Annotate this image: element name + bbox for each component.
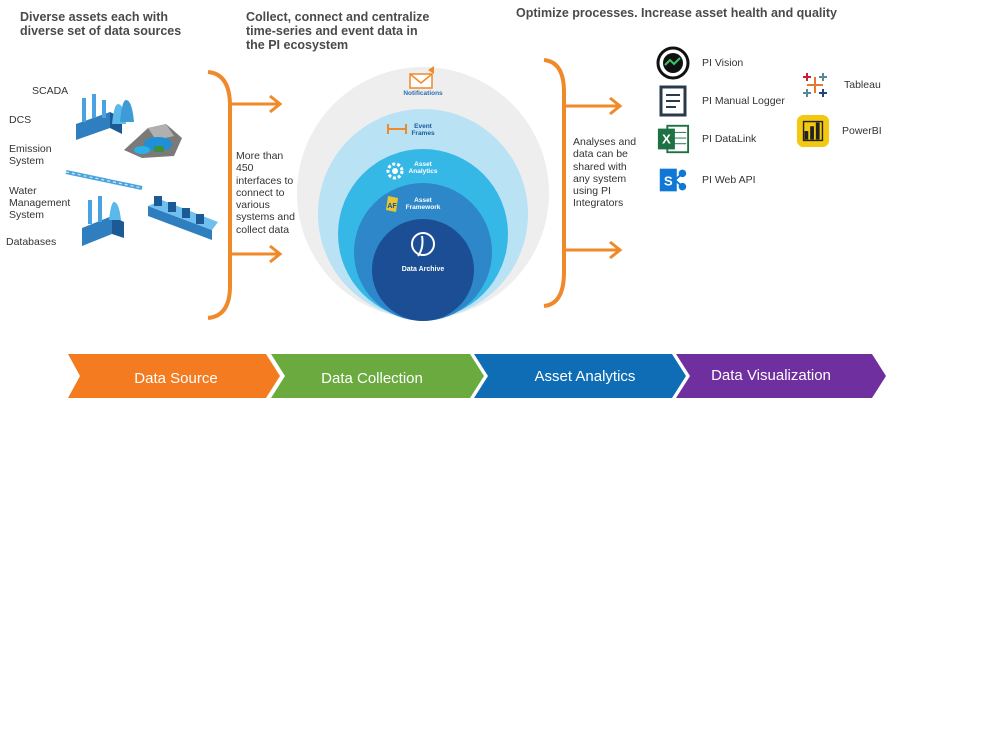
integrators-text: Analyses and data can be shared with any… [573,136,637,210]
sharepoint-icon: S [656,163,690,197]
tool-pi-vision: PI Vision [656,46,743,80]
tool-pi-web-api: S PI Web API [656,163,756,197]
interfaces-text: More than 450 interfaces to connect to v… [236,150,295,236]
chevron-label: Data Source [134,370,217,387]
heading-collect: Collect, connect and centralize time-ser… [246,10,430,52]
source-scada: SCADA [32,85,69,97]
ring-data-archive [372,219,474,321]
pipeline-chevrons: Data Source Data Collection Asset Analyt… [68,354,886,398]
tool-tableau: Tableau [798,68,881,102]
heading-optimize: Optimize processes. Increase asset healt… [516,6,837,20]
label-notifications: Notifications [403,90,443,97]
chevron-label: Data Collection [321,370,423,387]
chevron-data-collection: Data Collection [271,354,484,398]
envelope-icon [409,66,434,89]
left-bracket-arrows [207,70,283,320]
chevron-data-source: Data Source [68,354,280,398]
manual-logger-icon [656,84,690,118]
pipeline-icon [65,170,143,190]
source-dcs: DCS [9,114,32,126]
tool-label: PowerBI [842,125,882,137]
source-databases: Databases [6,236,57,248]
chevron-label: Asset Analytics [535,368,636,385]
landscape-icon [124,124,182,158]
chevron-data-visualization: Data Visualization [676,354,886,398]
label-data-archive: Data Archive [402,266,445,273]
tool-label: PI Vision [702,57,744,69]
svg-text:S: S [664,174,673,189]
tool-label: PI Manual Logger [702,95,785,107]
tool-label: Tableau [844,79,881,91]
source-water: Water Management System [9,185,71,221]
assets-illustration [65,94,218,246]
source-emission: Emission System [9,143,52,167]
svg-text:X: X [662,132,671,147]
plant-icon [82,196,124,246]
tool-powerbi: PowerBI [796,114,882,148]
af-icon: AF [386,196,398,212]
tableau-icon [798,68,832,102]
factory-icon [76,94,134,140]
treatment-facility-icon [148,196,218,240]
tool-label: PI DataLink [702,133,757,145]
powerbi-icon [796,114,830,148]
right-bracket-arrows [543,58,623,308]
event-frames-icon [387,124,407,134]
tool-pi-datalink: X PI DataLink [656,122,756,156]
chevron-asset-analytics: Asset Analytics [474,354,686,398]
tool-label: PI Web API [702,174,756,186]
excel-icon: X [656,122,690,156]
chevron-label: Data Visualization [711,367,831,384]
gear-icon [386,162,404,180]
pi-vision-icon [656,46,690,80]
svg-text:AF: AF [387,203,397,210]
tool-pi-manual-logger: PI Manual Logger [656,84,785,118]
heading-sources: Diverse assets each with diverse set of … [20,10,182,38]
pi-logo-icon [411,232,435,257]
